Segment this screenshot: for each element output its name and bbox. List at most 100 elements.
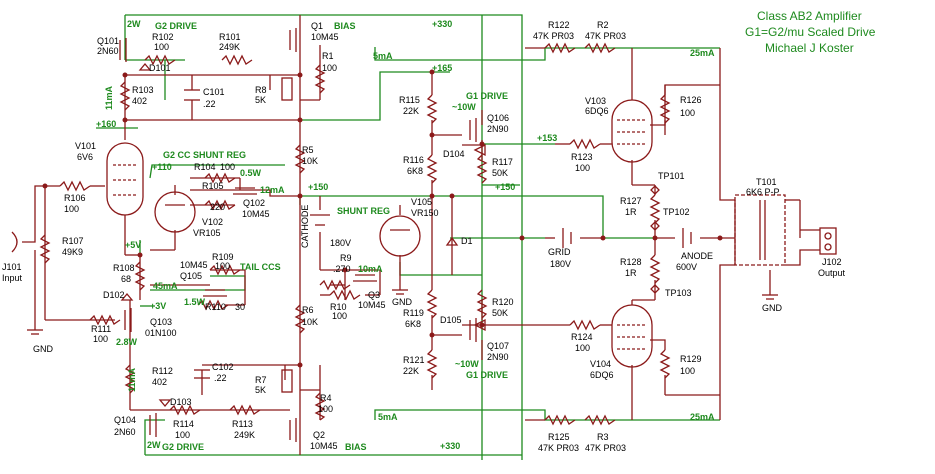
testpoint-TP101 bbox=[650, 185, 660, 195]
svg-text:VR150: VR150 bbox=[411, 208, 439, 218]
resistor-R124 bbox=[569, 319, 601, 331]
label-R104: R104 bbox=[194, 162, 216, 172]
testpoint-TP103 bbox=[650, 284, 660, 294]
svg-text:100: 100 bbox=[215, 261, 230, 271]
label-R10: R10 bbox=[330, 302, 347, 312]
label-R113: R113 bbox=[232, 419, 253, 429]
svg-text:600V: 600V bbox=[676, 262, 697, 272]
label-bias-top: BIAS bbox=[334, 21, 356, 31]
current-12ma: 12mA bbox=[260, 185, 285, 195]
label-gnd-2: GND bbox=[392, 297, 413, 307]
label-Q3: Q3 bbox=[368, 290, 380, 300]
diode-D1 bbox=[445, 236, 459, 246]
title-line-2: G1=G2/mu Scaled Drive bbox=[745, 25, 876, 39]
label-Q105: 10M45 bbox=[180, 260, 208, 270]
svg-text:10K: 10K bbox=[302, 317, 318, 327]
label-C102: C102 bbox=[212, 362, 234, 372]
resistor-R123 bbox=[569, 138, 601, 150]
label-R117: R117 bbox=[492, 157, 513, 167]
label-Q103: Q103 bbox=[150, 317, 172, 327]
label-tail-ccs: TAIL CCS bbox=[240, 262, 281, 272]
svg-text:100: 100 bbox=[680, 366, 695, 376]
label-g2-drive-bot: G2 DRIVE bbox=[162, 442, 204, 452]
label-R111: R111 bbox=[91, 324, 111, 334]
svg-text:1R: 1R bbox=[625, 268, 637, 278]
label-R112: R112 bbox=[152, 366, 173, 376]
label-V105: V105 bbox=[411, 197, 432, 207]
rail-150-a: +150 bbox=[308, 182, 328, 192]
rail-160: +160 bbox=[96, 119, 116, 129]
label-Q107: Q107 bbox=[487, 341, 509, 351]
svg-text:6DQ6: 6DQ6 bbox=[590, 370, 614, 380]
svg-text:.22: .22 bbox=[203, 99, 216, 109]
label-Q102: Q102 bbox=[243, 198, 265, 208]
junction-dots bbox=[42, 69, 723, 368]
label-R119: R119 bbox=[403, 308, 424, 318]
svg-text:10M45: 10M45 bbox=[310, 441, 338, 451]
tube-V103 bbox=[611, 99, 653, 163]
label-J101: J101 bbox=[2, 262, 22, 272]
label-D104: D104 bbox=[443, 149, 465, 159]
power-10w-top: ~10W bbox=[452, 102, 476, 112]
svg-text:100: 100 bbox=[575, 343, 590, 353]
svg-text:6K6 P-P: 6K6 P-P bbox=[746, 187, 780, 197]
resistor-R110 bbox=[197, 299, 229, 311]
label-D103: D103 bbox=[170, 397, 192, 407]
label-TP101: TP101 bbox=[658, 171, 685, 181]
label-R103: R103 bbox=[132, 85, 154, 95]
capacitor-C101 bbox=[184, 89, 200, 101]
rail-5v: +5V bbox=[125, 240, 141, 250]
label-Q2: Q2 bbox=[313, 430, 325, 440]
label-R6: R6 bbox=[302, 305, 314, 315]
green-nets bbox=[96, 14, 720, 460]
current-25ma-bot: 25mA bbox=[690, 412, 715, 422]
label-R123: R123 bbox=[571, 152, 593, 162]
label-R3: R3 bbox=[597, 432, 609, 442]
svg-text:6K8: 6K8 bbox=[407, 166, 423, 176]
mosfet-Q104 bbox=[149, 413, 157, 437]
svg-text:5K: 5K bbox=[255, 385, 266, 395]
battery-cathode bbox=[310, 214, 330, 226]
label-T101: T101 bbox=[756, 177, 777, 187]
label-R109: R109 bbox=[212, 252, 234, 262]
label-grid-battery: GRID bbox=[548, 247, 571, 257]
label-R121: R121 bbox=[403, 355, 425, 365]
svg-text:249K: 249K bbox=[219, 42, 240, 52]
label-R107: R107 bbox=[62, 236, 84, 246]
svg-text:2N60: 2N60 bbox=[97, 46, 119, 56]
svg-text:47K PR03: 47K PR03 bbox=[585, 31, 626, 41]
resistor-R127 bbox=[649, 194, 661, 224]
resistor-R122 bbox=[544, 42, 576, 54]
mosfet-Q2 bbox=[289, 418, 297, 442]
resistor-R121 bbox=[426, 349, 438, 379]
label-R106: R106 bbox=[64, 193, 86, 203]
label-R120: R120 bbox=[492, 297, 514, 307]
tube-V102 bbox=[154, 191, 196, 233]
svg-text:220: 220 bbox=[210, 202, 225, 212]
net-labels: +330 +330 +165 +160 +150 +150 +153 +110 … bbox=[96, 19, 715, 452]
resistor-R108 bbox=[134, 261, 146, 291]
resistor-R101 bbox=[221, 54, 253, 66]
power-2w-top: 2W bbox=[127, 19, 141, 29]
label-Q104: Q104 bbox=[114, 415, 136, 425]
label-V102: V102 bbox=[202, 217, 223, 227]
mosfet-Q103 bbox=[124, 308, 132, 332]
current-11ma-top: 11mA bbox=[104, 85, 114, 110]
svg-text:2N90: 2N90 bbox=[487, 124, 509, 134]
tube-V101 bbox=[106, 142, 144, 216]
label-g1-drive-bot: G1 DRIVE bbox=[466, 370, 508, 380]
label-shunt-reg: SHUNT REG bbox=[337, 206, 390, 216]
battery-grid bbox=[562, 228, 572, 248]
mosfet-Q1 bbox=[289, 28, 297, 52]
power-15w: 1.5W bbox=[184, 297, 206, 307]
resistor-R114 bbox=[169, 404, 201, 416]
svg-text:.22: .22 bbox=[214, 373, 227, 383]
resistor-R119 bbox=[426, 289, 438, 319]
svg-text:10M45: 10M45 bbox=[358, 300, 386, 310]
rail-150-b: +150 bbox=[495, 182, 515, 192]
svg-text:180V: 180V bbox=[550, 259, 571, 269]
power-10w-bot: ~10W bbox=[455, 359, 479, 369]
resistor-R117 bbox=[476, 154, 488, 184]
svg-text:50K: 50K bbox=[492, 168, 508, 178]
